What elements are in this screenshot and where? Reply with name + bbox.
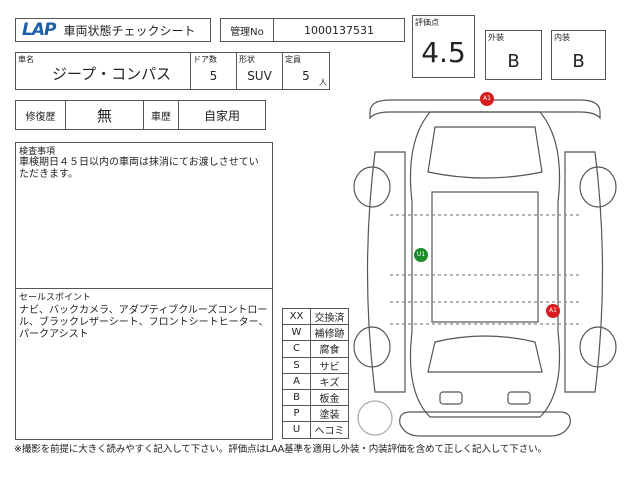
interior-box: 内装 B [551,30,606,80]
inspection-text: 車検期日４５日以内の車両は抹消にてお渡しさせていただきます。 [19,157,259,180]
title-box: LAP 車両状態チェックシート [15,18,211,42]
usage-value: 自家用 [178,100,266,130]
wheel [353,326,391,368]
rear-window [427,126,543,179]
exterior-grade: B [507,51,520,72]
inspection-box: 検査事項 車検期日４５日以内の車両は抹消にてお渡しさせていただきます。 [15,142,273,289]
doors-value: 5 [209,69,218,83]
damage-marker-a1[interactable]: A1 [546,304,560,318]
headlight [439,391,463,405]
legend-meaning: 塗装 [310,405,349,423]
car-name: ジープ・コンパス [52,65,172,83]
capacity-unit: 人 [319,78,327,87]
damage-marker-a1[interactable]: A1 [480,92,494,106]
car-diagram [353,99,617,437]
legend-meaning: 板金 [310,388,349,407]
doors-label: ドア数 [193,55,217,64]
repair-value: 無 [65,100,144,130]
score-value: 4.5 [421,36,466,69]
capacity-box: 定員 5 人 [282,52,330,90]
left-side [366,151,406,393]
sales-box: セールスポイント ナビ、バックカメラ、アダプティブクルーズコントロール、ブラック… [15,288,273,440]
score-label: 評価点 [415,18,439,27]
windshield [427,335,543,373]
wheel [579,166,617,208]
repair-label: 修復歴 [15,100,66,130]
footer-note: ※撮影を前提に大きく読みやすく記入して下さい。評価点はLAA基準を適用し外装・内… [14,444,547,455]
right-side [564,151,604,393]
mgmt-label: 管理No [220,18,274,42]
legend-code: B [282,388,311,407]
usage-label: 車歴 [143,100,179,130]
exterior-label: 外装 [488,33,504,42]
score-box: 評価点 4.5 [412,15,475,78]
shape-label: 形状 [239,55,255,64]
damage-marker-u1[interactable]: U1 [414,248,428,262]
lap-logo: LAP [22,20,56,40]
legend-code: XX [282,307,311,326]
mgmt-no: 1000137531 [273,18,405,42]
legend-code: P [282,405,311,423]
inspection-label: 検査事項 [19,147,56,157]
exterior-box: 外装 B [485,30,542,80]
legend-code: A [282,372,311,390]
doors-box: ドア数 5 [190,52,237,90]
headlight [507,391,531,405]
car-name-label: 車名 [18,55,34,64]
shape-box: 形状 SUV [236,52,283,90]
sales-label: セールスポイント [19,293,92,303]
legend-code: C [282,340,311,358]
legend-code: U [282,421,311,439]
capacity-value: 5 [302,69,310,83]
sales-text: ナビ、バックカメラ、アダプティブクルーズコントロール、ブラックレザーシート、フロ… [19,305,269,340]
legend-meaning: 交換済 [310,307,349,326]
wheel [353,166,391,208]
legend-code: W [282,324,311,342]
wheel [579,326,617,368]
shape-value: SUV [247,69,272,83]
legend-meaning: 補修跡 [310,324,349,342]
interior-label: 内装 [554,33,570,42]
legend-meaning: サビ [310,356,349,374]
capacity-label: 定員 [285,55,301,64]
sheet-title: 車両状態チェックシート [63,23,196,38]
legend-meaning: キズ [310,372,349,390]
car-name-box: 車名 ジープ・コンパス [15,52,191,90]
legend-meaning: 腐食 [310,340,349,358]
interior-grade: B [572,51,585,72]
front-bumper [399,411,571,437]
legend-meaning: ヘコミ [310,421,349,439]
rear-bumper [369,99,601,120]
spare-tire [357,400,393,436]
legend-code: S [282,356,311,374]
roof [431,191,539,323]
car-body-top [409,111,561,418]
